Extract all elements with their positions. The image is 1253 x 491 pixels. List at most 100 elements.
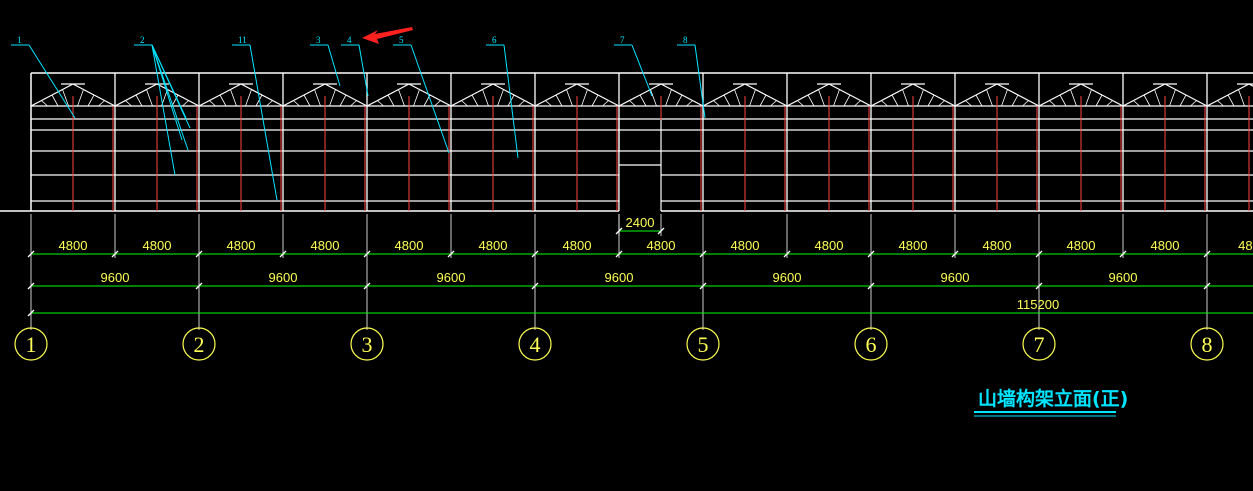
truss-web <box>98 100 105 107</box>
dim-tick <box>615 250 623 258</box>
span-dim-text: 9600 <box>101 270 130 285</box>
truss-web <box>1133 100 1140 107</box>
truss-web <box>686 100 693 107</box>
callout-label: 2 <box>140 35 145 45</box>
truss-web <box>245 89 252 107</box>
bay-dim-text: 4800 <box>143 238 172 253</box>
axis-label: 7 <box>1034 332 1045 357</box>
callout-label: 8 <box>683 35 688 45</box>
axis-bubble <box>350 327 384 361</box>
axis-bubble <box>854 327 888 361</box>
truss-web <box>171 94 179 107</box>
truss-web <box>986 89 993 107</box>
dim-tick <box>1035 282 1043 290</box>
axis-label: 3 <box>362 332 373 357</box>
axis-label: 2 <box>194 332 205 357</box>
truss-web <box>62 89 69 107</box>
red-arrow-pointer-icon <box>362 27 413 44</box>
span-dim-text: 9600 <box>437 270 466 285</box>
callout-leader <box>631 44 653 97</box>
truss-web <box>387 94 395 107</box>
truss-web <box>713 100 720 107</box>
callout-label: 4 <box>347 35 352 45</box>
truss-web <box>1143 94 1151 107</box>
truss-web <box>461 100 468 107</box>
truss-web <box>377 100 384 107</box>
truss-web <box>41 100 48 107</box>
span-dim-text: 9600 <box>1109 270 1138 285</box>
truss-web <box>881 100 888 107</box>
truss-web <box>1190 100 1197 107</box>
truss-web <box>1238 89 1245 107</box>
truss-web <box>1059 94 1067 107</box>
callout-label: 7 <box>620 35 625 45</box>
truss-web <box>182 100 189 107</box>
drawing-title: 山墙构架立面(正) <box>978 387 1128 410</box>
dim-tick <box>363 250 371 258</box>
total-dim-text: 115200 <box>1017 297 1059 312</box>
callout-leader <box>358 44 369 97</box>
truss-web <box>975 94 983 107</box>
callout-leader <box>151 44 176 176</box>
callout-label: 1 <box>17 35 22 45</box>
truss-web <box>902 89 909 107</box>
dim-tick <box>363 282 371 290</box>
dim-tick <box>531 282 539 290</box>
truss-web <box>1154 89 1161 107</box>
truss-web <box>1022 100 1029 107</box>
truss-web <box>255 94 263 107</box>
truss-web <box>1011 94 1019 107</box>
axis-label: 1 <box>26 332 37 357</box>
truss-web <box>339 94 347 107</box>
span-dim-text: 9600 <box>269 270 298 285</box>
dim-tick <box>27 309 35 317</box>
axis-bubble <box>1190 327 1224 361</box>
truss-chord <box>1248 83 1253 87</box>
callout-leader <box>28 44 76 119</box>
truss-web <box>303 94 311 107</box>
truss-web <box>293 100 300 107</box>
truss-web <box>497 89 504 107</box>
truss-web <box>927 94 935 107</box>
truss-web <box>471 94 479 107</box>
bay-dim-text: 4800 <box>395 238 424 253</box>
truss-web <box>1227 94 1235 107</box>
dim-tick <box>279 250 287 258</box>
greenhouse-frame <box>0 72 1253 212</box>
truss-web <box>833 89 840 107</box>
truss-web <box>1169 89 1176 107</box>
truss-web <box>723 94 731 107</box>
door-dim-text: 2400 <box>626 215 655 230</box>
truss-web <box>1049 100 1056 107</box>
span-dim-text: 9600 <box>773 270 802 285</box>
truss-web <box>1217 100 1224 107</box>
callout-leader <box>249 44 278 201</box>
truss-web <box>818 89 825 107</box>
callout-leader <box>410 44 450 154</box>
truss-web <box>675 94 683 107</box>
truss-web <box>230 89 237 107</box>
truss-web <box>135 94 143 107</box>
truss-web <box>125 100 132 107</box>
truss-web <box>518 100 525 107</box>
callout-label: 11 <box>238 35 247 45</box>
truss-web <box>1095 94 1103 107</box>
axis-label: 4 <box>530 332 541 357</box>
bay-dim-text: 4800 <box>731 238 760 253</box>
truss-web <box>1106 100 1113 107</box>
dim-tick <box>531 250 539 258</box>
callout-label: 3 <box>316 35 321 45</box>
callout-leader <box>694 44 706 119</box>
axis-bubble <box>518 327 552 361</box>
dim-tick <box>867 250 875 258</box>
truss-web <box>843 94 851 107</box>
truss-web <box>650 89 657 107</box>
bay-dim-text: 4800 <box>1067 238 1096 253</box>
callout-label: 5 <box>399 35 404 45</box>
truss-web <box>938 100 945 107</box>
truss-web <box>266 100 273 107</box>
truss-web <box>398 89 405 107</box>
truss-web <box>87 94 95 107</box>
bay-dim-text: 4800 <box>563 238 592 253</box>
